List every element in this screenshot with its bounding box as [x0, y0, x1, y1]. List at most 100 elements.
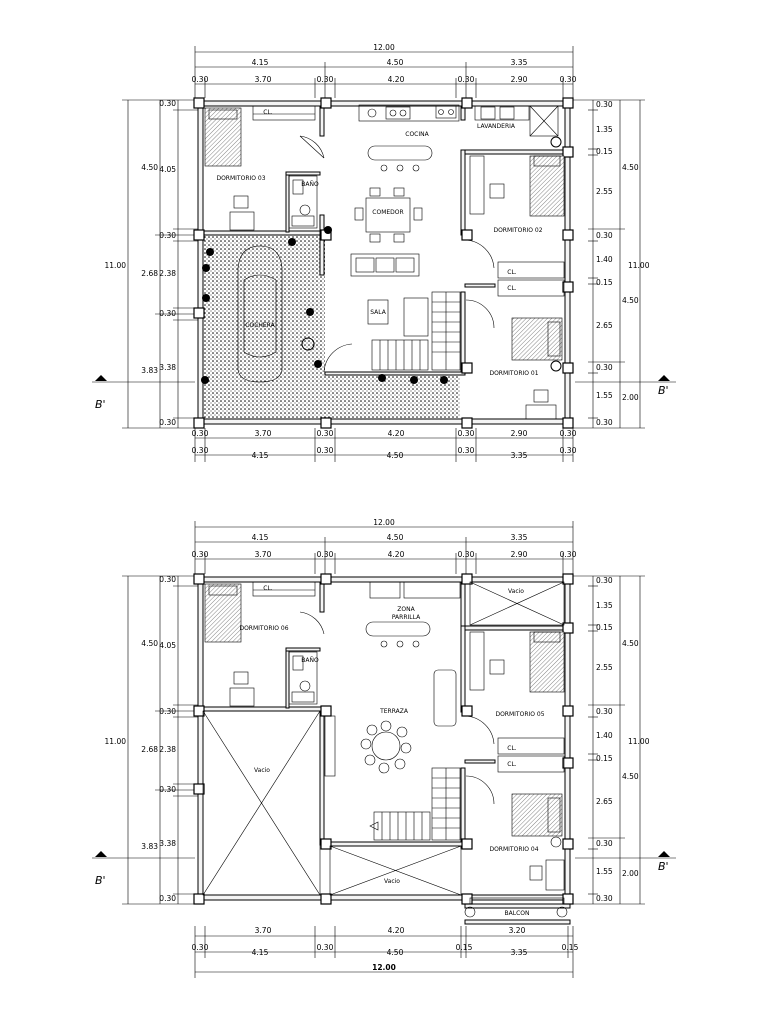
sf-left-mid-1: 4.50	[141, 639, 158, 648]
label-cl2-ff: CL.	[507, 269, 517, 276]
ff-left-in-6: 3.38	[159, 363, 176, 372]
desk-dorm01	[525, 404, 557, 420]
sf-right-in-6: 1.40	[596, 731, 613, 740]
ff-bot-sub-6: 2.90	[511, 429, 528, 438]
second-floor-right-dimensions	[570, 575, 645, 905]
balcony-railing	[469, 897, 565, 905]
sf-right-outer: 11.00	[628, 737, 650, 746]
door-swing-dorm05	[464, 715, 495, 745]
sf-section-marker-right: B'	[575, 851, 676, 873]
ff-bot-span-5: 0.30	[458, 446, 475, 455]
label-vacio-left: Vacio	[254, 767, 270, 774]
door-swing-dorm03	[299, 135, 325, 159]
sf-top-sub-6: 2.90	[511, 550, 528, 559]
sf-left-in-5: 0.30	[159, 785, 176, 794]
sf-bot-sub-3: 3.20	[509, 926, 526, 935]
ff-right-in-2: 1.35	[596, 125, 613, 134]
plant-icons-sf	[464, 836, 568, 918]
label-cochera: COCHERA	[245, 322, 275, 329]
desk-dorm06	[229, 687, 255, 707]
label-sala: SALA	[370, 309, 387, 316]
first-floor-left-dimensions	[122, 99, 198, 429]
chair-dorm02	[489, 183, 505, 199]
ff-bot-sub-5: 0.30	[458, 429, 475, 438]
sf-left-mid-3: 3.83	[141, 842, 158, 851]
sf-right-in-2: 1.35	[596, 601, 613, 610]
ff-top-sub-7: 0.30	[560, 75, 577, 84]
armchair	[403, 297, 429, 337]
label-dorm05: DORMITORIO 05	[495, 711, 544, 718]
sf-right-in-1: 0.30	[596, 576, 613, 585]
ff-left-mid-2: 2.68	[141, 269, 158, 278]
grill	[369, 581, 401, 599]
sf-bot-sub-2: 4.20	[388, 926, 405, 935]
staircase-sf	[369, 767, 461, 841]
second-floor-top-dimensions	[194, 521, 574, 574]
round-table	[371, 731, 401, 761]
label-dorm06: DORMITORIO 06	[239, 625, 288, 632]
sf-left-in-7: 0.30	[159, 894, 176, 903]
sf-bottom-total: 12.00	[372, 963, 396, 972]
first-floor-top-dimensions	[194, 46, 574, 98]
second-floor-bottom-dimensions	[194, 926, 574, 978]
first-floor-plan: 12.00 4.15 4.50 3.35 0.30 3.70 0.30 4.20…	[92, 43, 676, 462]
sf-right-in-10: 1.55	[596, 867, 613, 876]
ff-left-mid-3: 3.83	[141, 366, 158, 375]
ff-left-in-5: 0.30	[159, 309, 176, 318]
door-swing-dorm04	[465, 775, 495, 805]
label-cl3-sf: CL.	[507, 761, 517, 768]
label-bano-sf: BAÑO	[301, 657, 319, 664]
second-floor-furniture	[204, 581, 568, 918]
ff-top-sub-4: 4.20	[388, 75, 405, 84]
sf-top-span-2: 4.50	[387, 533, 404, 542]
sf-bot-span-5: 0.15	[456, 943, 473, 952]
sf-top-sub-1: 0.30	[192, 550, 209, 559]
ff-bot-span-4: 4.50	[387, 451, 404, 460]
closet-dorm06	[252, 581, 316, 597]
bathroom-fixtures	[288, 175, 318, 229]
ff-bot-span-1: 0.30	[192, 446, 209, 455]
sf-section-marker-left: B'	[92, 851, 195, 887]
dining-table	[365, 197, 411, 233]
first-floor-furniture	[201, 104, 565, 420]
label-balcon: BALCON	[505, 910, 530, 917]
sf-right-mid-3: 2.00	[622, 869, 639, 878]
staircase-ff	[371, 291, 461, 371]
ff-right-in-3: 0.15	[596, 147, 613, 156]
ff-right-in-9: 0.30	[596, 363, 613, 372]
first-floor-right-dimensions	[570, 99, 645, 429]
sf-left-in-4: 2.38	[159, 745, 176, 754]
ff-section-marker-left: B'	[92, 375, 195, 411]
bathroom-fixtures-sf	[288, 651, 318, 705]
sf-right-mid-1: 4.50	[622, 639, 639, 648]
door-swing-sala	[323, 343, 353, 373]
ff-top-sub-1: 0.30	[192, 75, 209, 84]
label-vacio-top: Vacio	[508, 588, 524, 595]
ff-left-in-3: 0.30	[159, 231, 176, 240]
sf-bot-span-2: 4.15	[252, 948, 269, 957]
closet-dorm03	[252, 105, 316, 121]
ff-left-in-2: 4.05	[159, 165, 176, 174]
ff-left-in-4: 2.38	[159, 269, 176, 278]
car-icon	[237, 245, 283, 383]
ff-top-sub-6: 2.90	[511, 75, 528, 84]
bed-dorm05	[529, 631, 565, 693]
ff-right-mid-3: 2.00	[622, 393, 639, 402]
ff-top-total: 12.00	[373, 43, 395, 52]
chair-dorm03	[233, 195, 249, 209]
label-cocina: COCINA	[405, 131, 429, 138]
ff-left-in-1: 0.30	[159, 99, 176, 108]
label-cl2-sf: CL.	[507, 745, 517, 752]
label-cl3-ff: CL.	[507, 285, 517, 292]
second-floor-columns	[193, 573, 574, 905]
sf-top-sub-3: 0.30	[317, 550, 334, 559]
sf-right-in-3: 0.15	[596, 623, 613, 632]
sf-left-in-1: 0.30	[159, 575, 176, 584]
sf-top-total: 12.00	[373, 518, 395, 527]
ff-right-mid-2: 4.50	[622, 296, 639, 305]
sf-top-sub-2: 3.70	[255, 550, 272, 559]
ff-right-in-8: 2.65	[596, 321, 613, 330]
label-dorm04: DORMITORIO 04	[489, 846, 538, 853]
ff-right-outer: 11.00	[628, 261, 650, 270]
ff-top-sub-5: 0.30	[458, 75, 475, 84]
